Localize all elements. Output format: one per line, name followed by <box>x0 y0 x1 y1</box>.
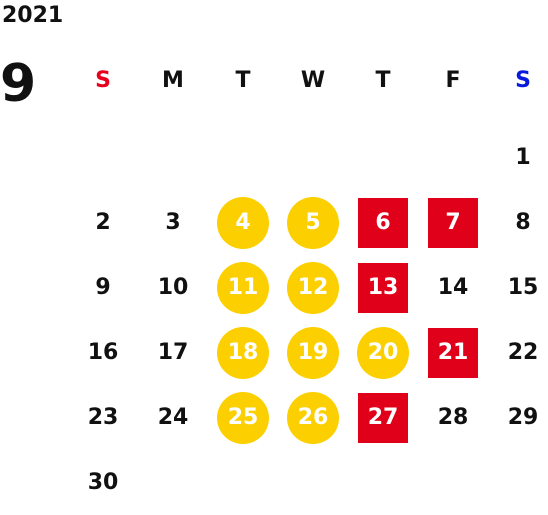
day-number: 20 <box>357 326 409 379</box>
day-number: 5 <box>287 196 339 249</box>
day-cell[interactable]: 11 <box>208 255 278 320</box>
weekday-header: F <box>445 67 461 93</box>
empty-day-cell <box>278 125 348 190</box>
day-number: 7 <box>428 197 478 248</box>
empty-day-cell <box>138 125 208 190</box>
day-cell[interactable]: 15 <box>488 255 548 320</box>
day-cell[interactable]: 22 <box>488 320 548 385</box>
weekday-header: S <box>515 67 531 93</box>
day-cell[interactable]: 14 <box>418 255 488 320</box>
day-cell[interactable]: 20 <box>348 320 418 385</box>
day-cell[interactable]: 28 <box>418 385 488 450</box>
day-cell[interactable]: 25 <box>208 385 278 450</box>
day-number: 19 <box>287 326 339 379</box>
day-number: 3 <box>165 210 181 235</box>
day-number: 15 <box>507 275 539 300</box>
day-cell[interactable]: 17 <box>138 320 208 385</box>
day-number: 1 <box>515 145 531 170</box>
empty-day-cell <box>208 125 278 190</box>
weekday-header: T <box>375 67 391 93</box>
empty-day-cell <box>68 125 138 190</box>
day-number: 24 <box>157 405 189 430</box>
empty-day-cell <box>348 125 418 190</box>
weekday-header: W <box>300 67 326 93</box>
day-number: 14 <box>437 275 469 300</box>
day-number: 16 <box>87 340 119 365</box>
day-cell[interactable]: 18 <box>208 320 278 385</box>
weekday-header: T <box>235 67 251 93</box>
day-cell[interactable]: 24 <box>138 385 208 450</box>
day-number: 22 <box>507 340 539 365</box>
day-cell[interactable]: 10 <box>138 255 208 320</box>
day-number: 25 <box>217 391 269 444</box>
day-number: 8 <box>515 210 531 235</box>
day-cell[interactable]: 12 <box>278 255 348 320</box>
day-number: 4 <box>217 196 269 249</box>
day-cell[interactable]: 3 <box>138 190 208 255</box>
day-number: 26 <box>287 391 339 444</box>
day-number: 23 <box>87 405 119 430</box>
day-cell[interactable]: 5 <box>278 190 348 255</box>
day-number: 28 <box>437 405 469 430</box>
day-cell[interactable]: 9 <box>68 255 138 320</box>
empty-day-cell <box>418 125 488 190</box>
day-cell[interactable]: 19 <box>278 320 348 385</box>
day-number: 12 <box>287 261 339 314</box>
day-number: 27 <box>358 392 408 443</box>
day-cell[interactable]: 27 <box>348 385 418 450</box>
day-number: 6 <box>358 197 408 248</box>
weekday-header: M <box>162 67 184 93</box>
calendar-year: 2021 <box>2 3 64 28</box>
day-cell[interactable]: 26 <box>278 385 348 450</box>
day-number: 29 <box>507 405 539 430</box>
calendar-month-number: 9 <box>0 54 37 114</box>
day-cell[interactable]: 13 <box>348 255 418 320</box>
day-cell[interactable]: 8 <box>488 190 548 255</box>
day-number: 18 <box>217 326 269 379</box>
day-number: 10 <box>157 275 189 300</box>
day-number: 21 <box>428 327 478 378</box>
day-number: 11 <box>217 261 269 314</box>
day-number: 13 <box>358 262 408 313</box>
day-cell[interactable]: 7 <box>418 190 488 255</box>
day-cell[interactable]: 4 <box>208 190 278 255</box>
weekday-header: S <box>95 67 111 93</box>
day-cell[interactable]: 6 <box>348 190 418 255</box>
day-number: 9 <box>95 275 111 300</box>
day-number: 17 <box>157 340 189 365</box>
day-number: 2 <box>95 210 111 235</box>
day-cell[interactable]: 2 <box>68 190 138 255</box>
day-cell[interactable]: 29 <box>488 385 548 450</box>
day-cell[interactable]: 30 <box>68 450 138 515</box>
day-cell[interactable]: 16 <box>68 320 138 385</box>
day-cell[interactable]: 1 <box>488 125 548 190</box>
day-cell[interactable]: 21 <box>418 320 488 385</box>
day-cell[interactable]: 23 <box>68 385 138 450</box>
day-number: 30 <box>87 470 119 495</box>
